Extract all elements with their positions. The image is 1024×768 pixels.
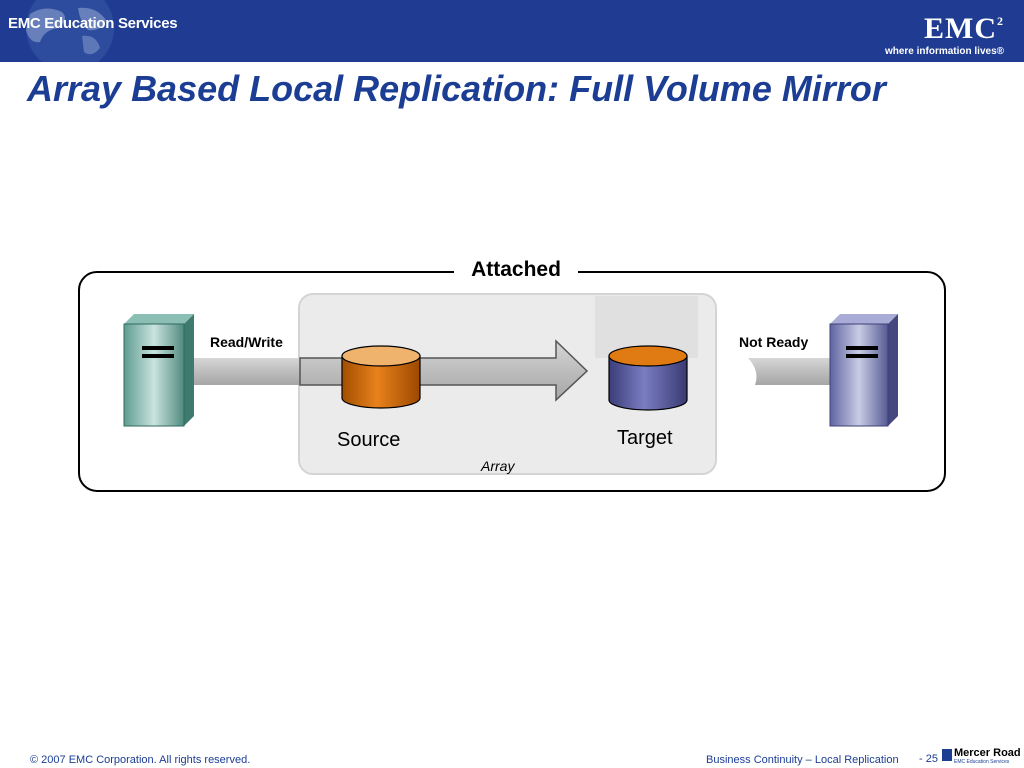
source-label: Source [337,429,401,451]
left-host-link [190,358,302,385]
host-server-icon [123,314,194,427]
globe-icon [26,0,114,62]
mercer-road-subtext: EMC Education Services [954,759,1010,765]
footer-course-title: Business Continuity – Local Replication [706,754,899,766]
footer-copyright: © 2007 EMC Corporation. All rights reser… [30,754,251,766]
source-volume-icon [341,345,421,409]
header-brand-text: EMC Education Services [8,15,178,32]
header-bar: EMC Education Services EMC2 where inform… [0,0,1024,62]
mercer-road-logo: Mercer Road EMC Education Services [942,747,1021,766]
footer-page-number: - 25 [919,753,938,765]
target-volume-icon [608,345,688,411]
mercer-road-mark-icon [942,749,952,761]
page-title: Array Based Local Replication: Full Volu… [27,68,886,109]
array-label: Array [481,458,515,474]
host-server-icon [829,314,898,427]
emc-logo-text: EMC [924,12,997,45]
read-write-label: Read/Write [210,334,283,350]
attached-label: Attached [454,258,578,282]
target-label: Target [617,427,673,449]
right-host-link [748,358,831,385]
emc-logo-superscript: 2 [997,14,1004,28]
mercer-road-text: Mercer Road [954,747,1021,759]
not-ready-label: Not Ready [739,334,809,350]
emc-logo-tagline: where information lives® [884,46,1004,57]
emc-logo: EMC2 where information lives® [884,8,1004,58]
